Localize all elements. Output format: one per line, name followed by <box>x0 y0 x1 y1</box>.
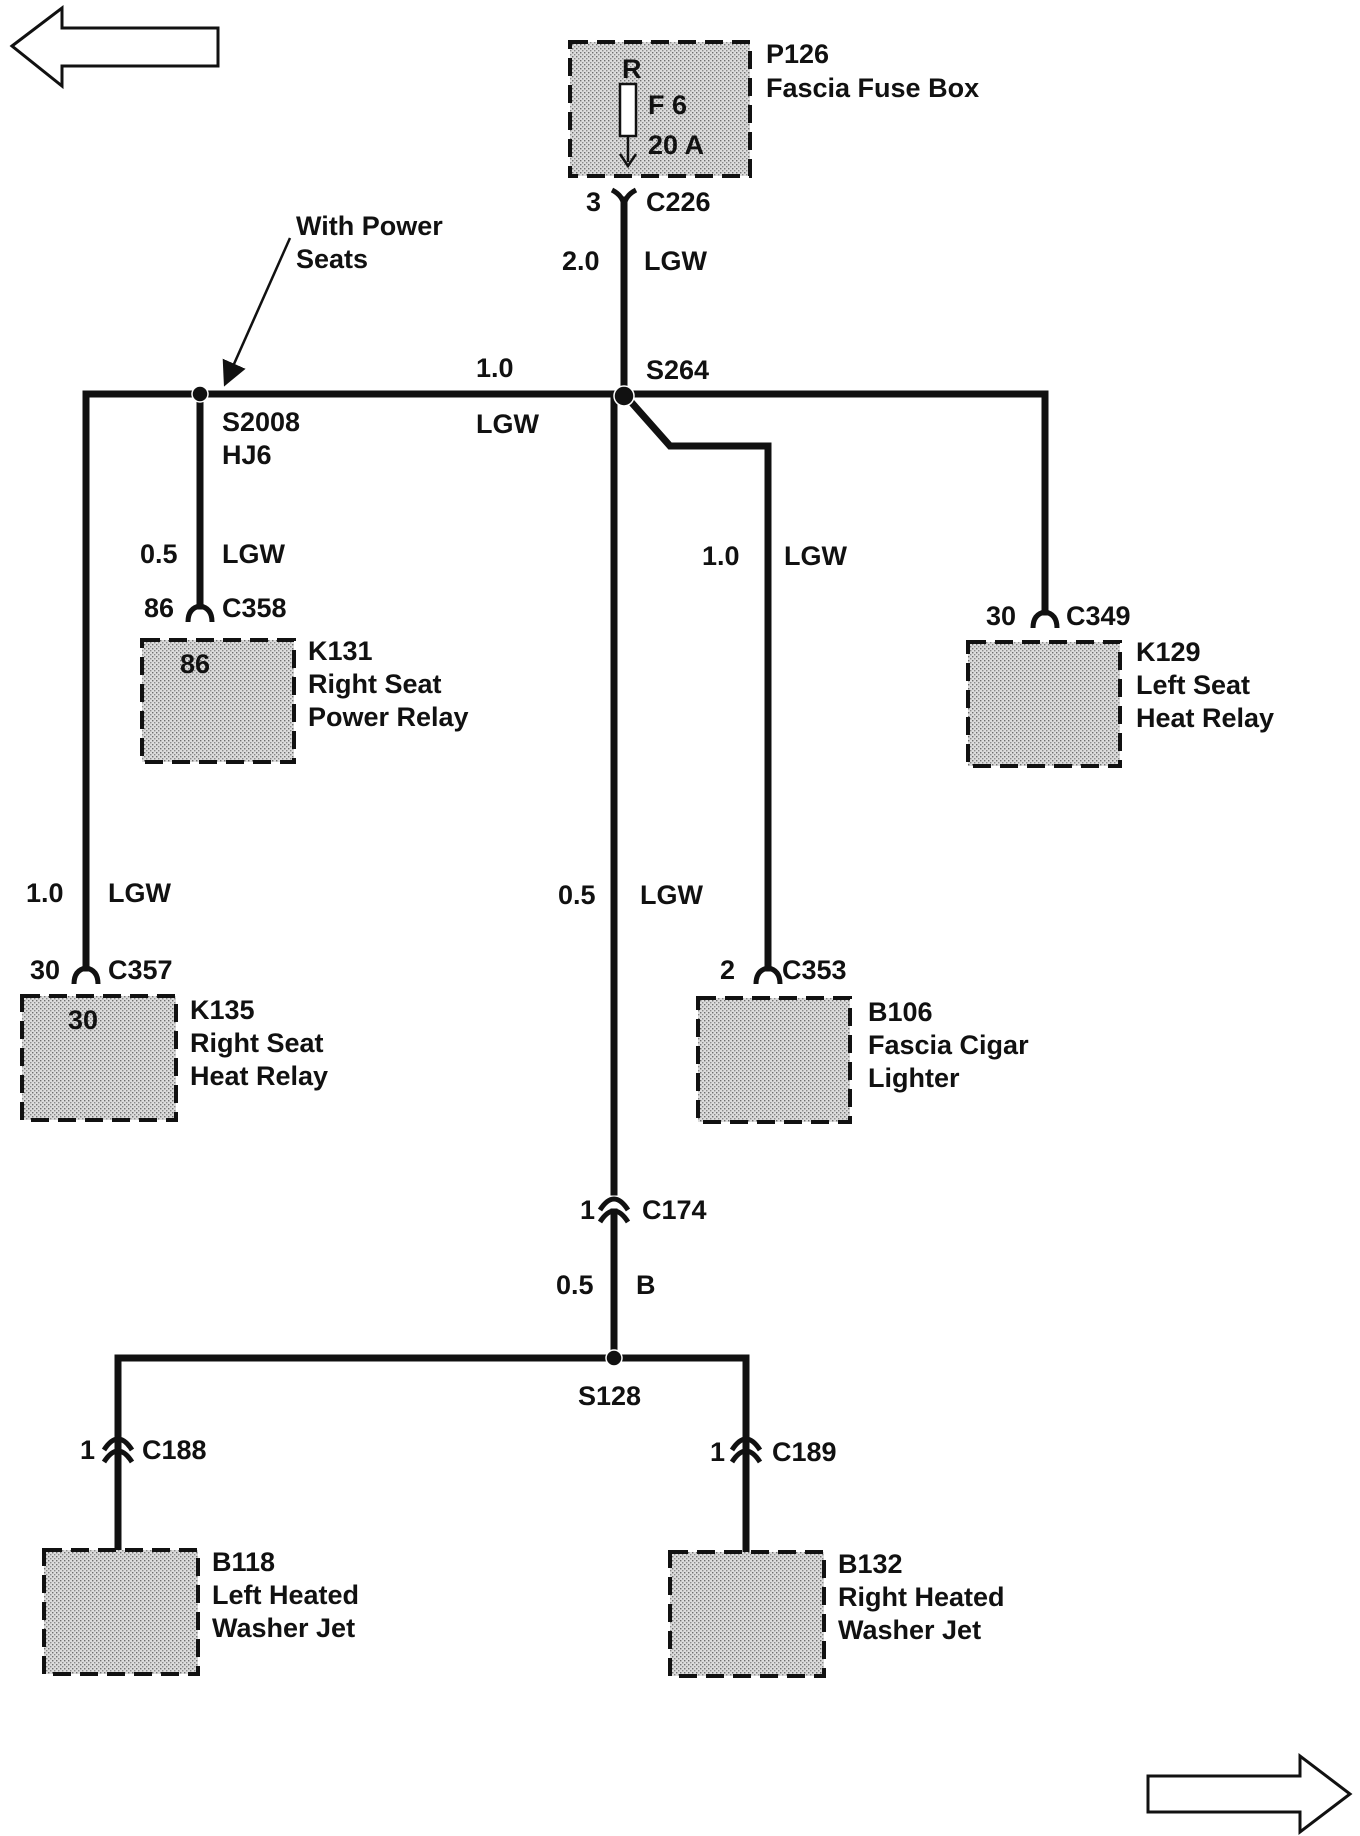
k135-feed-size: 1.0 <box>26 878 64 908</box>
wires <box>82 196 1049 1554</box>
component-k131: 86 <box>140 638 296 764</box>
connector-c174-symbol <box>597 1196 631 1224</box>
k131-pin: 86 <box>180 649 210 679</box>
k135-feed-color: LGW <box>108 878 171 908</box>
splice-s2008-label: S2008 <box>222 407 300 437</box>
b132-id: B132 <box>838 1549 903 1579</box>
wire-cigar-feed <box>619 389 772 972</box>
connector-c188-symbol <box>101 1436 135 1464</box>
k135-pin: 30 <box>68 1005 98 1035</box>
splice-s2008-sublabel: HJ6 <box>222 440 272 470</box>
k135-line1: Right Seat <box>190 1028 324 1058</box>
note-line2: Seats <box>296 244 368 274</box>
splice-s264-label: S264 <box>646 355 709 385</box>
main-feed-color: LGW <box>644 246 707 276</box>
b118-id: B118 <box>212 1547 275 1577</box>
k129-line2: Heat Relay <box>1136 703 1274 733</box>
c188-pin: 1 <box>80 1435 95 1465</box>
connector-c353-symbol <box>753 965 783 985</box>
fuse-rating-label: 20 A <box>648 130 704 160</box>
washer-feed-color: B <box>636 1270 656 1300</box>
k131-feed-size: 0.5 <box>140 539 178 569</box>
k129-line1: Left Seat <box>1136 670 1250 700</box>
c357-pin: 30 <box>30 955 60 985</box>
splice-s128-node <box>605 1349 623 1367</box>
top-bus-size: 1.0 <box>476 353 514 383</box>
b118-line1: Left Heated <box>212 1580 359 1610</box>
splice-s2008-node <box>191 385 209 403</box>
splice-s264-node <box>613 385 635 407</box>
connector-c349-symbol <box>1030 609 1060 629</box>
k135-line2: Heat Relay <box>190 1061 328 1091</box>
b132-line2: Washer Jet <box>838 1615 981 1645</box>
c174-pin: 1 <box>580 1195 595 1225</box>
c353-pin: 2 <box>720 955 735 985</box>
note-leader-arrow <box>222 237 292 387</box>
k131-feed-color: LGW <box>222 539 285 569</box>
c358-pin: 86 <box>144 593 174 623</box>
top-bus-color: LGW <box>476 409 539 439</box>
connector-c189-symbol <box>729 1436 763 1464</box>
fuse-box-id: P126 <box>766 39 829 69</box>
cigar-feed-size: 1.0 <box>702 541 740 571</box>
b118-line2: Washer Jet <box>212 1613 355 1643</box>
fuse-box-p126: R F 6 20 A <box>568 40 752 178</box>
fuse-f6-symbol <box>618 82 638 138</box>
c174-id: C174 <box>642 1195 707 1225</box>
c353-id: C353 <box>782 955 847 985</box>
main-feed-size: 2.0 <box>562 246 600 276</box>
b106-id: B106 <box>868 997 933 1027</box>
center-drop-size: 0.5 <box>558 880 596 910</box>
k131-line1: Right Seat <box>308 669 442 699</box>
component-b132 <box>668 1550 826 1678</box>
c349-pin: 30 <box>986 601 1016 631</box>
fuse-number-label: F 6 <box>648 90 687 120</box>
b106-line2: Lighter <box>868 1063 960 1093</box>
c189-pin: 1 <box>710 1437 725 1467</box>
b106-line1: Fascia Cigar <box>868 1030 1029 1060</box>
b132-line1: Right Heated <box>838 1582 1005 1612</box>
component-b106 <box>696 996 852 1124</box>
component-k129 <box>966 640 1122 768</box>
c358-id: C358 <box>222 593 287 623</box>
k131-line2: Power Relay <box>308 702 469 732</box>
right-arrow-icon[interactable] <box>1146 1752 1353 1836</box>
left-arrow-icon[interactable] <box>9 4 220 90</box>
c226-pin: 3 <box>586 187 601 217</box>
component-k135: 30 <box>20 994 178 1122</box>
connector-c357-symbol <box>71 965 101 985</box>
cigar-feed-color: LGW <box>784 541 847 571</box>
next-page-arrow[interactable] <box>1146 1752 1353 1836</box>
c188-id: C188 <box>142 1435 207 1465</box>
fuse-box-name: Fascia Fuse Box <box>766 73 979 103</box>
connector-c226-symbol <box>610 187 638 209</box>
k129-id: K129 <box>1136 637 1201 667</box>
connector-c358-symbol <box>185 603 215 623</box>
k131-id: K131 <box>308 636 373 666</box>
k135-id: K135 <box>190 995 255 1025</box>
c357-id: C357 <box>108 955 173 985</box>
fuse-terminal-label: R <box>622 54 642 84</box>
c226-id: C226 <box>646 187 711 217</box>
note-line1: With Power <box>296 211 443 241</box>
c189-id: C189 <box>772 1437 837 1467</box>
splice-s128-label: S128 <box>578 1381 641 1411</box>
prev-page-arrow[interactable] <box>9 4 220 90</box>
center-drop-color: LGW <box>640 880 703 910</box>
c349-id: C349 <box>1066 601 1131 631</box>
component-b118 <box>42 1548 200 1676</box>
washer-feed-size: 0.5 <box>556 1270 594 1300</box>
